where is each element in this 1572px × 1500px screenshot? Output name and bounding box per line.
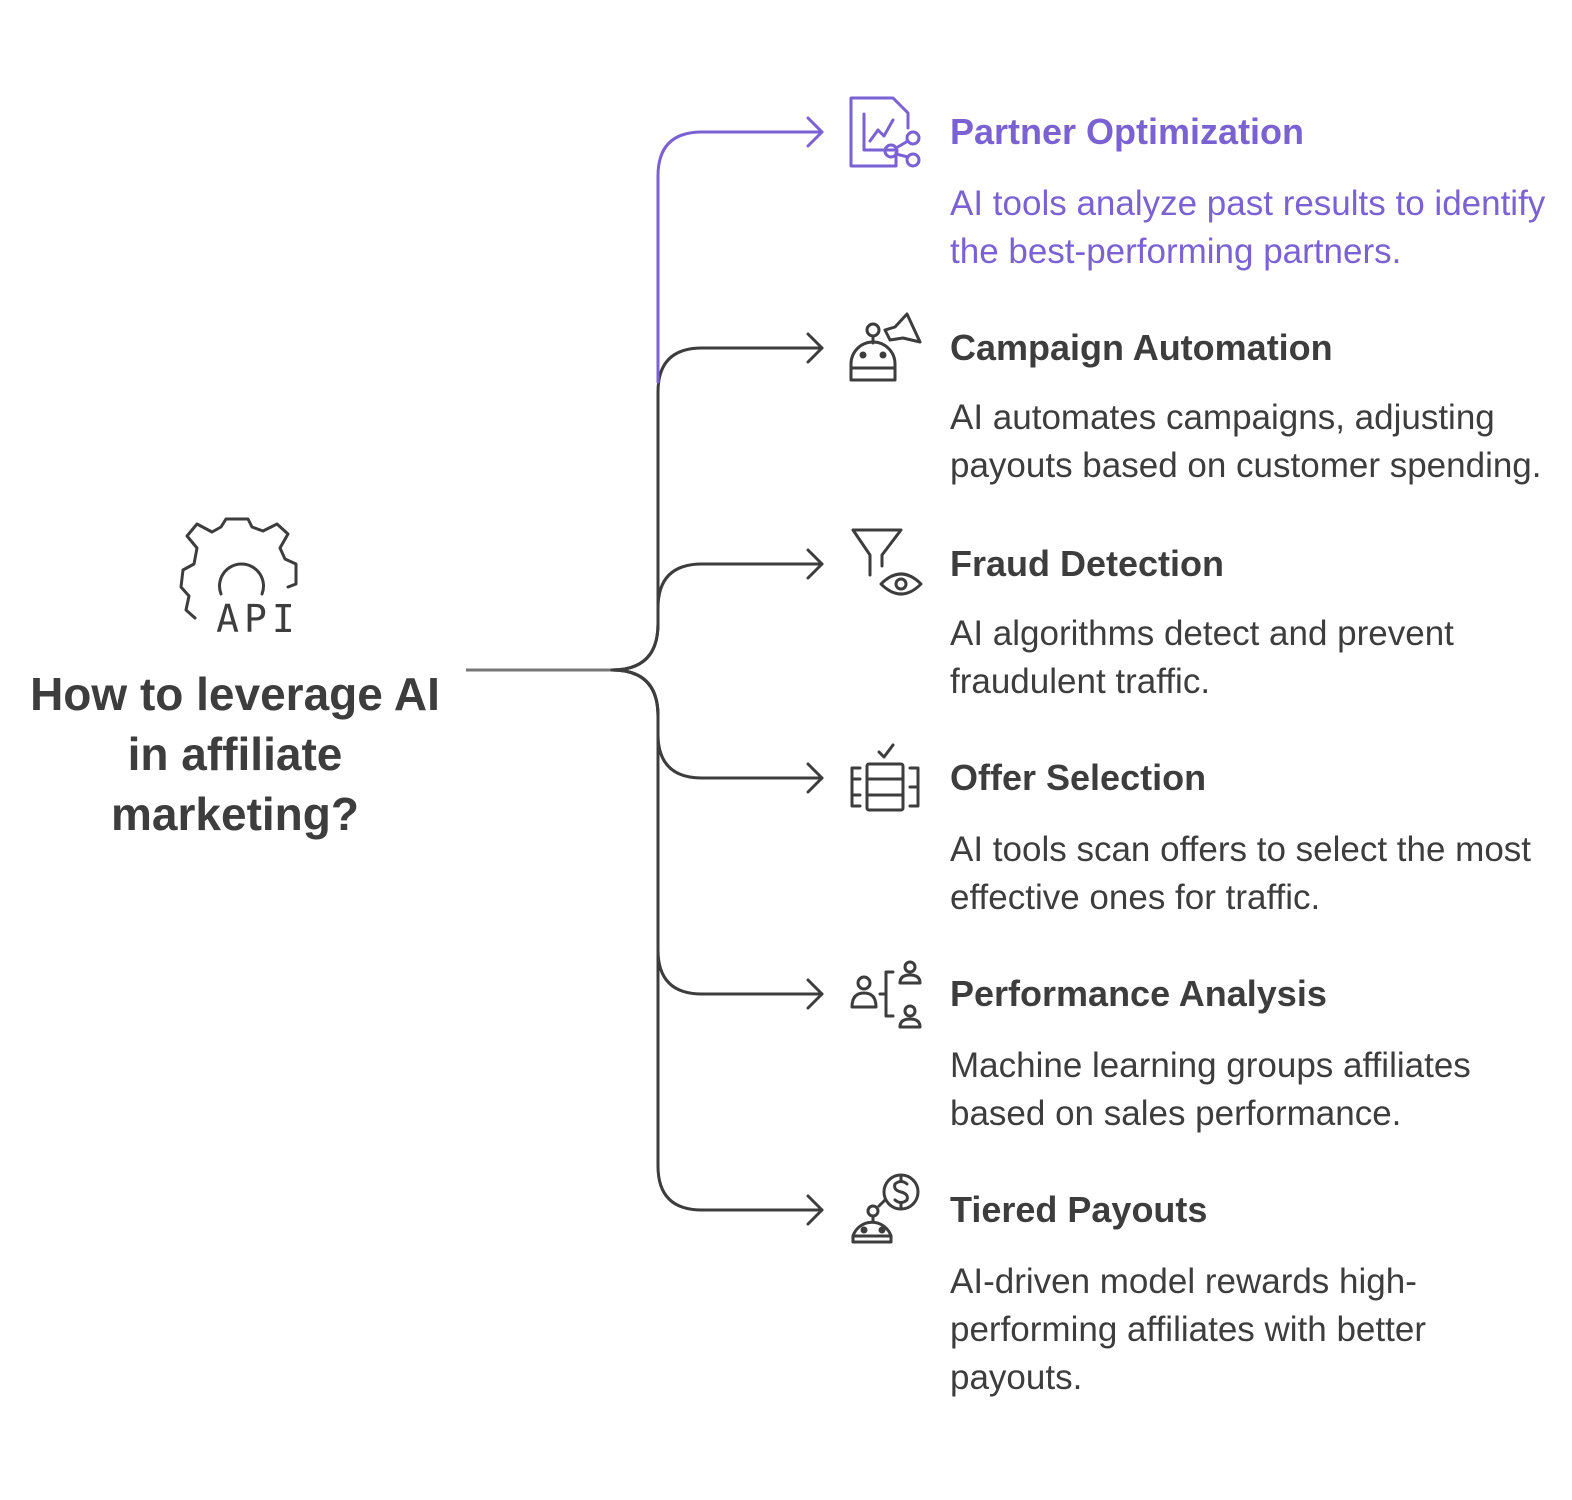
connector-campaign-automation <box>610 346 824 672</box>
branch-fraud-detection: Fraud Detection AI algorithms detect and… <box>950 542 1550 701</box>
connector-partner-optimization <box>656 130 824 384</box>
branch-title: Partner Optimization <box>950 111 1305 152</box>
funnel-eye-icon <box>851 528 923 596</box>
api-label-text: API <box>216 597 300 641</box>
connector-performance-analysis <box>610 668 824 996</box>
gear-api-icon: API <box>179 517 300 641</box>
branch-performance-analysis: Performance Analysis Machine learning gr… <box>950 972 1550 1133</box>
arrowhead-partner-optimization <box>806 116 824 148</box>
branch-offer-selection: Offer Selection AI tools scan offers to … <box>950 756 1550 917</box>
branch-description: Machine learning groups affiliates based… <box>950 1046 1471 1133</box>
branch-partner-optimization: Partner Optimization AI tools analyze pa… <box>950 110 1550 271</box>
robot-megaphone-icon <box>849 312 922 382</box>
arrowheads-dark <box>806 332 824 1226</box>
branch-title: Fraud Detection <box>950 543 1225 584</box>
branch-title: Performance Analysis <box>950 973 1327 1014</box>
branch-description: AI-driven model rewards high-performing … <box>950 1262 1426 1397</box>
branch-description: AI tools scan offers to select the most … <box>950 830 1532 917</box>
branch-description: AI algorithms detect and prevent fraudul… <box>950 614 1454 701</box>
branch-campaign-automation: Campaign Automation AI automates campaig… <box>950 326 1550 485</box>
branch-title: Tiered Payouts <box>950 1189 1208 1230</box>
branch-title: Offer Selection <box>950 757 1207 798</box>
branch-description: AI automates campaigns, adjusting payout… <box>950 398 1542 485</box>
user-groups-icon <box>850 960 922 1029</box>
branch-description: AI tools analyze past results to identif… <box>950 184 1546 271</box>
branch-title: Campaign Automation <box>950 327 1333 368</box>
connector-tiered-payouts <box>610 668 824 1212</box>
document-chart-share-icon <box>849 96 921 168</box>
connector-fraud-detection <box>610 562 824 672</box>
robot-dollar-icon <box>851 1173 920 1244</box>
diagram-title: How to leverage AI in affiliate marketin… <box>30 668 440 840</box>
branch-tiered-payouts: Tiered Payouts AI-driven model rewards h… <box>950 1188 1550 1397</box>
connector-offer-selection <box>610 668 824 780</box>
offer-list-check-icon <box>850 743 920 812</box>
